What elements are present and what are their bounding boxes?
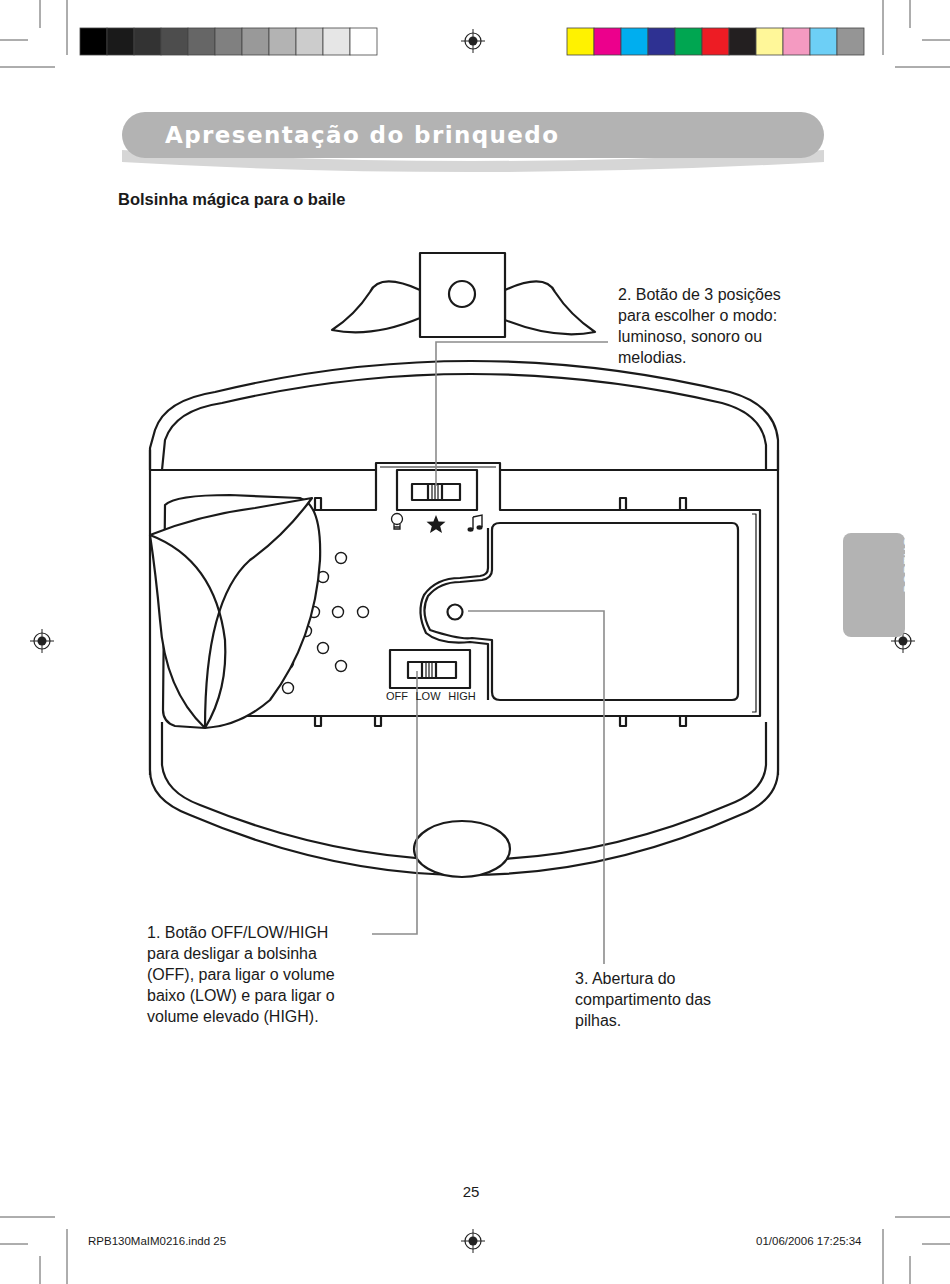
- subtitle: Bolsinha mágica para o baile: [118, 189, 518, 210]
- switch-position: LOW: [415, 690, 440, 703]
- switch-position: HIGH: [448, 690, 476, 703]
- title-band: [122, 112, 824, 172]
- colour-bar: [567, 28, 864, 55]
- grey-scale-bar: [80, 28, 377, 55]
- callout-text: 2. Botão de 3 posições para escolher o m…: [618, 284, 808, 368]
- callout-text: 1. Botão OFF/LOW/HIGH para desligar a bo…: [147, 922, 362, 1027]
- leader-lines: [372, 342, 608, 964]
- language-tab: PORTUGUÊS: [843, 533, 905, 637]
- section-heading: Apresentação do brinquedo: [165, 122, 559, 148]
- language-tab: [843, 533, 905, 637]
- music-symbol: [468, 515, 483, 532]
- mode-symbols: [392, 514, 483, 534]
- page-number: 25: [463, 1182, 480, 1202]
- switch-position: OFF: [386, 690, 408, 703]
- light-symbol: [392, 514, 403, 530]
- file-name: RPB130MaIM0216.indd 25: [88, 1234, 226, 1248]
- tab-label: PORTUGUÊS: [902, 509, 916, 592]
- print-date: 01/06/2006 17:25:34: [756, 1234, 862, 1248]
- purse-drawing: [150, 253, 778, 877]
- star-symbol: [427, 515, 446, 533]
- callout-text: 3. Abertura do compartimento das pilhas.: [575, 968, 740, 1031]
- title-band: Apresentação do brinquedo: [122, 112, 824, 158]
